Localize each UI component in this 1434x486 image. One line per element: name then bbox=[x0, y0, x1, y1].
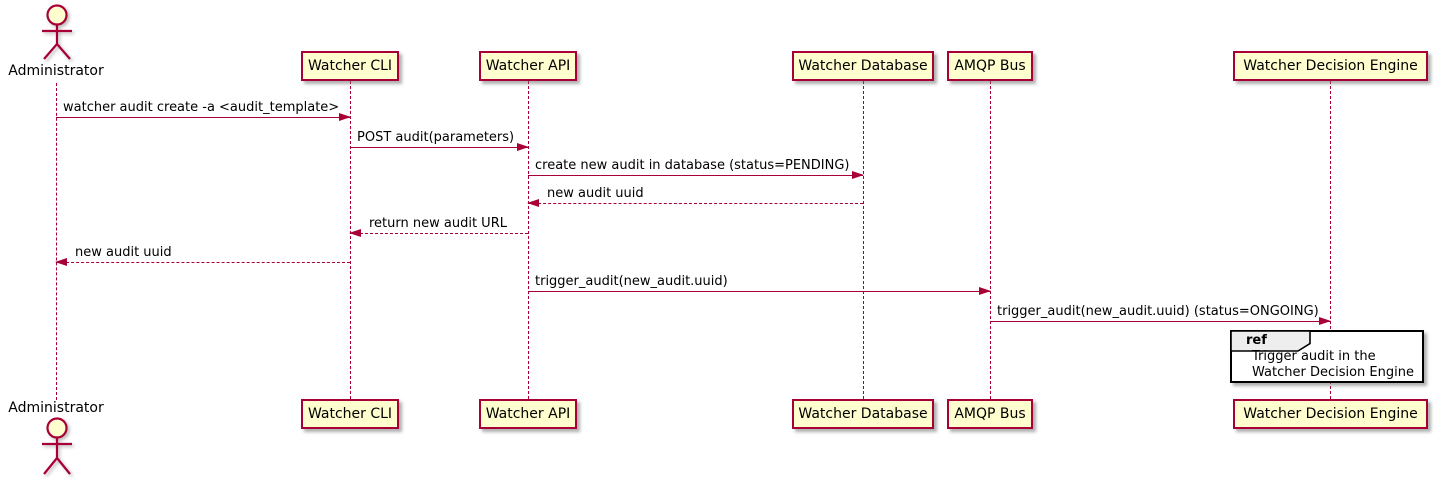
message-line bbox=[528, 203, 863, 204]
message-label: new audit uuid bbox=[547, 186, 644, 201]
message-line bbox=[528, 291, 990, 292]
arrowhead-right bbox=[852, 171, 864, 179]
actor-label: Administrator bbox=[8, 400, 104, 416]
participant-amqp-bus-top: AMQP Bus bbox=[947, 51, 1033, 81]
arrowhead-right bbox=[517, 143, 529, 151]
message-line bbox=[990, 321, 1330, 322]
ref-text: Trigger audit in the Watcher Decision En… bbox=[1252, 349, 1414, 381]
message-line bbox=[56, 117, 350, 118]
message-label: watcher audit create -a <audit_template> bbox=[63, 100, 340, 115]
message-label: new audit uuid bbox=[75, 245, 172, 260]
message-label: trigger_audit(new_audit.uuid) bbox=[535, 274, 728, 289]
arrowhead-right bbox=[1319, 317, 1331, 325]
arrowhead-right bbox=[979, 287, 991, 295]
participant-watcher-database-top: Watcher Database bbox=[792, 51, 934, 81]
lifeline-watcher-decision-engine bbox=[1330, 81, 1331, 399]
arrowhead-right bbox=[339, 113, 351, 121]
message-label: trigger_audit(new_audit.uuid) (status=ON… bbox=[997, 304, 1319, 319]
ref-text-line: Watcher Decision Engine bbox=[1252, 365, 1414, 380]
message-line bbox=[350, 147, 528, 148]
ref-keyword: ref bbox=[1246, 333, 1267, 348]
participant-watcher-decision-engine-bottom: Watcher Decision Engine bbox=[1233, 399, 1428, 429]
ref-fragment: ref Trigger audit in the Watcher Decisio… bbox=[1230, 330, 1424, 383]
message-line bbox=[350, 233, 528, 234]
lifeline-amqp-bus bbox=[990, 81, 991, 399]
participant-watcher-cli-bottom: Watcher CLI bbox=[301, 399, 399, 429]
message-line bbox=[56, 262, 350, 263]
lifeline-watcher-cli bbox=[350, 81, 351, 399]
message-label: return new audit URL bbox=[369, 216, 507, 231]
lifeline-watcher-api bbox=[528, 81, 529, 399]
participant-watcher-database-bottom: Watcher Database bbox=[792, 399, 934, 429]
actor-label: Administrator bbox=[8, 63, 104, 79]
participant-amqp-bus-bottom: AMQP Bus bbox=[947, 399, 1033, 429]
message-label: create new audit in database (status=PEN… bbox=[535, 158, 850, 173]
lifeline-watcher-database bbox=[863, 81, 864, 399]
participant-watcher-api-bottom: Watcher API bbox=[479, 399, 577, 429]
participant-watcher-decision-engine-top: Watcher Decision Engine bbox=[1233, 51, 1428, 81]
actor-icon bbox=[42, 4, 72, 60]
message-label: POST audit(parameters) bbox=[357, 130, 515, 145]
participant-watcher-api-top: Watcher API bbox=[479, 51, 577, 81]
ref-tab-shape bbox=[1231, 331, 1311, 352]
participant-watcher-cli-top: Watcher CLI bbox=[301, 51, 399, 81]
message-line bbox=[528, 175, 863, 176]
arrowhead-left bbox=[55, 258, 67, 266]
lifeline-administrator bbox=[56, 83, 57, 400]
arrowhead-left bbox=[349, 229, 361, 237]
arrowhead-left bbox=[527, 199, 539, 207]
actor-icon bbox=[42, 417, 72, 475]
ref-text-line: Trigger audit in the bbox=[1252, 349, 1376, 364]
